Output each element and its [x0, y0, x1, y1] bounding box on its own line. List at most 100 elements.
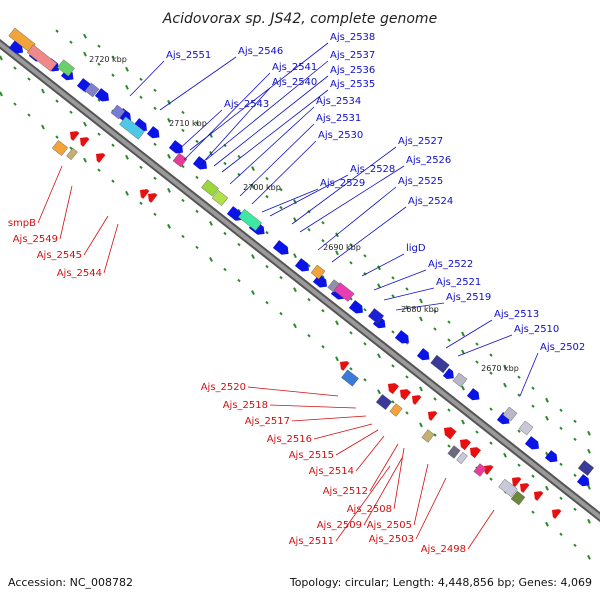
- scale-tick: [363, 254, 367, 258]
- scale-tick: [573, 437, 577, 442]
- gene-arrow-minus: [444, 427, 457, 440]
- scale-label: 2670 kbp: [481, 364, 519, 373]
- gene-block-shape: [333, 282, 355, 302]
- genome-backbone: [0, 38, 600, 523]
- gene-arrow-plus: [348, 300, 363, 314]
- scale-tick: [475, 430, 479, 434]
- scale-tick: [167, 187, 171, 193]
- scale-tick: [153, 106, 157, 111]
- scale-tick: [251, 184, 255, 190]
- scale-tick: [587, 518, 591, 524]
- gene-block-shape: [201, 179, 219, 197]
- gene-arrow-plus-shape: [312, 274, 327, 288]
- gene-arrow-plus: [442, 368, 454, 380]
- scale-tick: [69, 146, 73, 150]
- scale-tick: [293, 323, 297, 329]
- scale-tick: [55, 99, 59, 103]
- gene-block-shape: [110, 104, 126, 120]
- scale-tick: [349, 331, 353, 335]
- scale-tick: [391, 294, 395, 298]
- scale-tick: [97, 132, 101, 136]
- scale-tick: [111, 73, 115, 77]
- scale-tick: [405, 305, 409, 309]
- gene-arrow-plus-shape: [294, 258, 309, 272]
- gene-label-plus: Ajs_2529: [320, 178, 365, 189]
- gene-block-shape: [421, 429, 435, 443]
- gene-label-minus: Ajs_2514: [309, 466, 354, 477]
- gene-block: [201, 179, 219, 197]
- leader-line-plus: [205, 60, 329, 161]
- leader-line-plus: [159, 56, 237, 111]
- scale-tick: [433, 433, 437, 437]
- gene-arrow-minus: [340, 361, 350, 371]
- scale-tick: [573, 473, 577, 478]
- gene-block-shape: [237, 208, 263, 232]
- map-title: Acidovorax sp. JS42, complete genome: [162, 11, 437, 27]
- scale-tick: [97, 168, 101, 172]
- gene-label-minus: Ajs_2549: [13, 234, 58, 245]
- scale-tick: [461, 331, 465, 337]
- leader-line-plus: [457, 334, 513, 357]
- gene-arrow-plus: [8, 40, 23, 54]
- scale-tick: [13, 102, 17, 106]
- gene-arrow-minus-shape: [70, 131, 80, 141]
- leader-line-minus: [335, 465, 391, 542]
- scale-tick: [111, 179, 115, 183]
- scale-tick: [335, 320, 339, 326]
- gene-block-shape: [447, 445, 461, 459]
- scale-tick: [321, 239, 325, 243]
- scale-tick: [531, 386, 535, 390]
- gene-arrow-plus: [372, 316, 386, 329]
- scale-tick: [139, 77, 143, 82]
- scale-tick: [279, 311, 283, 316]
- scale-tick: [83, 51, 87, 57]
- leader-line-plus: [183, 72, 271, 161]
- gene-block: [110, 104, 126, 120]
- scale-label: 2710 kbp: [169, 119, 207, 128]
- gene-label-plus: Ajs_2546: [238, 46, 283, 57]
- gene-label-plus: Ajs_2534: [316, 96, 361, 107]
- scale-tick: [125, 190, 129, 196]
- gene-arrow-minus-shape: [460, 439, 471, 451]
- gene-label-minus: Ajs_2503: [369, 534, 414, 545]
- gene-arrow-plus: [294, 258, 309, 272]
- scale-tick: [363, 342, 367, 346]
- gene-block: [119, 116, 145, 140]
- leader-line-plus: [251, 140, 317, 205]
- scale-tick: [279, 187, 283, 192]
- scale-tick: [97, 44, 101, 48]
- gene-label-minus: Ajs_2498: [421, 544, 466, 555]
- genome-summary-text: Topology: circular; Length: 4,448,856 bp…: [289, 576, 592, 589]
- gene-block-shape: [430, 354, 450, 374]
- scale-tick: [181, 164, 185, 169]
- leader-line-plus: [291, 146, 397, 225]
- scale-tick: [517, 463, 521, 467]
- leader-line-plus: [331, 206, 407, 263]
- leader-line-minus: [415, 477, 447, 540]
- leader-line-plus: [229, 106, 315, 185]
- scale-tick: [559, 462, 563, 466]
- gene-block-shape: [510, 490, 526, 506]
- gene-block: [375, 394, 393, 410]
- leader-line-minus: [363, 457, 403, 526]
- gene-block: [341, 369, 359, 387]
- leader-line-minus: [291, 415, 367, 422]
- gene-label-minus: Ajs_2516: [267, 434, 312, 445]
- gene-block-shape: [119, 116, 145, 140]
- gene-arrow-plus: [524, 436, 539, 450]
- scale-tick: [293, 287, 297, 293]
- scale-tick: [545, 415, 549, 421]
- scale-tick: [475, 342, 479, 346]
- gene-arrow-plus-shape: [348, 300, 363, 314]
- scale-tick: [209, 221, 213, 226]
- scale-tick: [433, 327, 437, 331]
- scale-tick: [587, 554, 591, 560]
- scale-tick: [503, 364, 507, 370]
- gene-label-minus: Ajs_2517: [245, 416, 290, 427]
- scale-tick: [447, 338, 451, 342]
- scale-tick: [321, 309, 325, 313]
- scale-tick: [237, 208, 241, 213]
- gene-arrow-minus: [460, 439, 471, 451]
- gene-arrow-minus-shape: [148, 193, 158, 203]
- gene-arrow-minus: [148, 193, 158, 203]
